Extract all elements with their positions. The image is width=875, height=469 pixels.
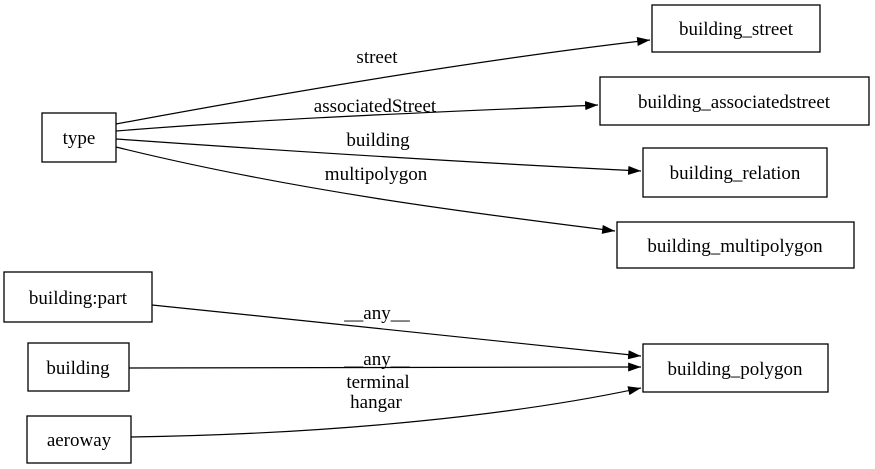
- node-box: [27, 342, 130, 392]
- node-aeroway: aeroway: [26, 415, 132, 464]
- edge-line: [115, 138, 642, 175]
- edge-label: building: [346, 130, 410, 151]
- node-building_street: building_street: [651, 4, 821, 53]
- node-box: [642, 147, 828, 198]
- node-box: [642, 343, 829, 393]
- node-label: building_associatedstreet: [638, 92, 831, 113]
- node-building_associatedstreet: building_associatedstreet: [599, 76, 870, 126]
- edge-type-building_street: street: [115, 37, 651, 125]
- edge-label: associatedStreet: [314, 96, 437, 117]
- node-building_polygon: building_polygon: [642, 343, 829, 393]
- edge-aeroway-building_polygon: terminal hangar: [130, 372, 642, 438]
- node-label: building:part: [29, 288, 128, 309]
- edge-type-building_multipolygon: multipolygon: [115, 146, 616, 234]
- edge-line: [128, 362, 642, 372]
- edge-label: street: [356, 47, 398, 68]
- node-box: [599, 76, 870, 126]
- edge-line: [115, 146, 616, 234]
- node-label: building_multipolygon: [647, 236, 823, 257]
- node-box: [651, 4, 821, 53]
- node-label: building_street: [679, 19, 794, 40]
- node-label: building_polygon: [667, 359, 803, 380]
- node-building_relation: building_relation: [642, 147, 828, 198]
- edge-label: __any__: [343, 349, 410, 370]
- edge-buildingpart-building_polygon: __any__: [151, 303, 642, 360]
- node-box: [616, 221, 855, 269]
- edge-line: [115, 37, 651, 125]
- edge-label: multipolygon: [325, 164, 428, 185]
- edge-label: terminal: [346, 372, 409, 393]
- edge-type-building_associatedstreet: associatedStreet: [115, 96, 599, 132]
- edge-line: [130, 386, 642, 438]
- node-building-part: building:part: [3, 271, 153, 323]
- edge-building-building_polygon: __any__: [128, 349, 642, 372]
- edge-type-building_relation: building: [115, 130, 642, 175]
- node-label: building: [46, 358, 110, 379]
- node-box: [3, 271, 153, 323]
- node-type: type: [41, 112, 117, 163]
- node-label: aeroway: [47, 430, 112, 451]
- edge-line: [115, 101, 599, 132]
- node-box: [26, 415, 132, 464]
- node-box: [41, 112, 117, 163]
- node-label: type: [63, 128, 96, 149]
- edge-label: __any__: [343, 303, 410, 324]
- edge-line: [151, 304, 642, 360]
- node-building_multipolygon: building_multipolygon: [616, 221, 855, 269]
- edge-label: hangar: [350, 392, 402, 413]
- node-building: building: [27, 342, 130, 392]
- node-label: building_relation: [670, 163, 801, 184]
